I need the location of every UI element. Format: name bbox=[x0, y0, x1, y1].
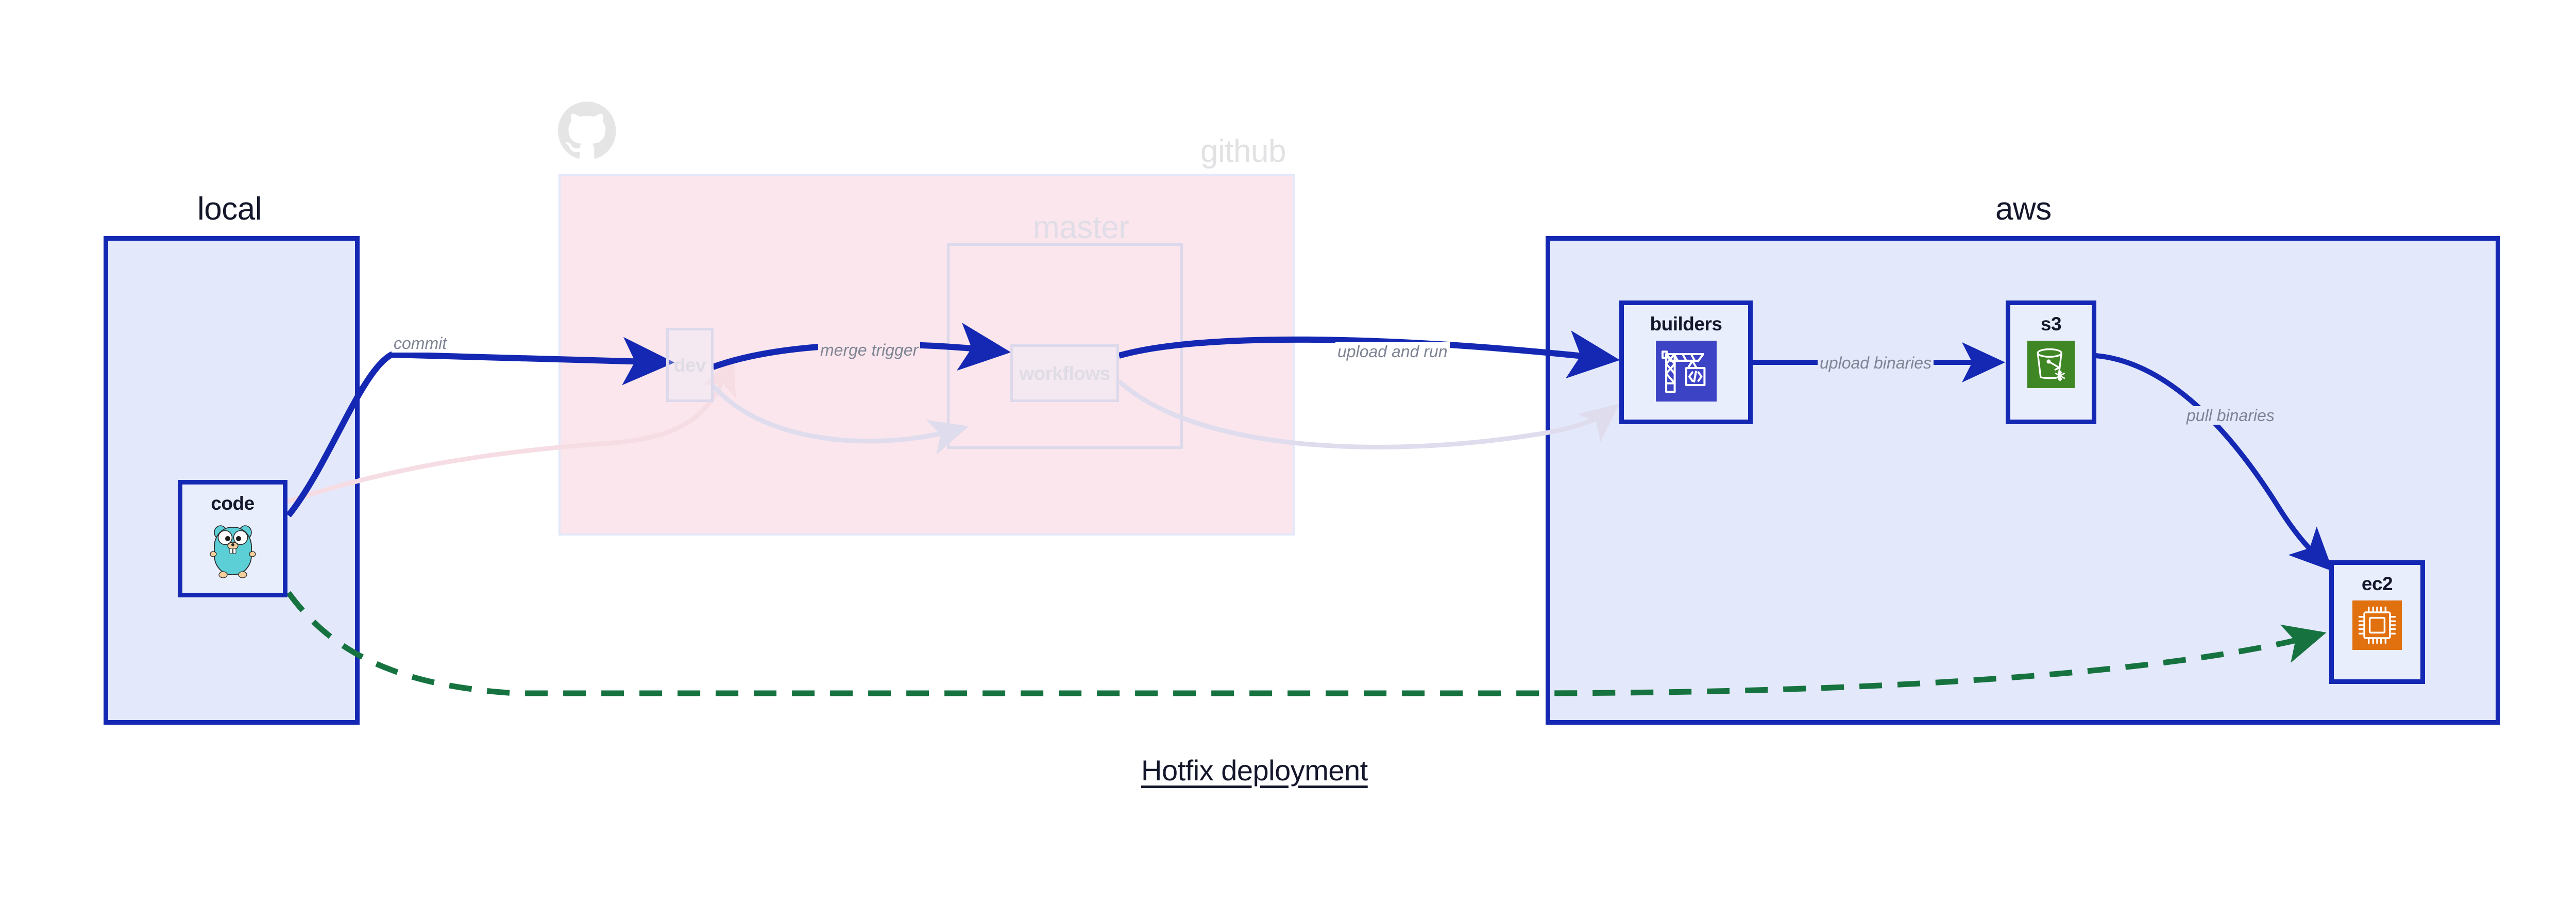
node-builders[interactable]: builders bbox=[1619, 300, 1753, 424]
edge-label-merge-trigger: merge trigger bbox=[818, 341, 921, 359]
cluster-aws-label: aws bbox=[1995, 191, 2052, 227]
node-s3-label: s3 bbox=[2040, 313, 2062, 335]
node-workflows[interactable]: workflows bbox=[1010, 344, 1119, 402]
cluster-master-label: master bbox=[1033, 210, 1129, 245]
node-workflows-label: workflows bbox=[1019, 362, 1110, 384]
github-logo-icon bbox=[558, 102, 616, 159]
cluster-local-label: local bbox=[197, 191, 262, 227]
diagram-title: Hotfix deployment bbox=[1141, 754, 1368, 787]
node-code[interactable]: code bbox=[178, 480, 287, 597]
node-ec2-label: ec2 bbox=[2361, 573, 2393, 594]
cluster-github-label: github bbox=[1200, 133, 1286, 169]
crane-code-icon bbox=[1655, 341, 1717, 402]
cpu-chip-icon bbox=[2352, 600, 2402, 650]
node-code-label: code bbox=[211, 493, 255, 514]
node-dev-label: dev bbox=[673, 354, 706, 376]
node-ec2[interactable]: ec2 bbox=[2329, 560, 2425, 684]
node-s3[interactable]: s3 bbox=[2006, 300, 2096, 424]
s3-bucket-icon bbox=[2027, 341, 2075, 388]
edge-label-commit: commit bbox=[392, 334, 449, 353]
go-gopher-icon bbox=[209, 525, 256, 578]
edge-label-upload-and-run: upload and run bbox=[1335, 342, 1450, 361]
edge-label-pull-binaries: pull binaries bbox=[2184, 406, 2277, 425]
node-builders-label: builders bbox=[1650, 313, 1722, 335]
node-dev[interactable]: dev bbox=[666, 328, 714, 402]
edge-label-upload-binaries: upload binaries bbox=[1818, 354, 1934, 372]
